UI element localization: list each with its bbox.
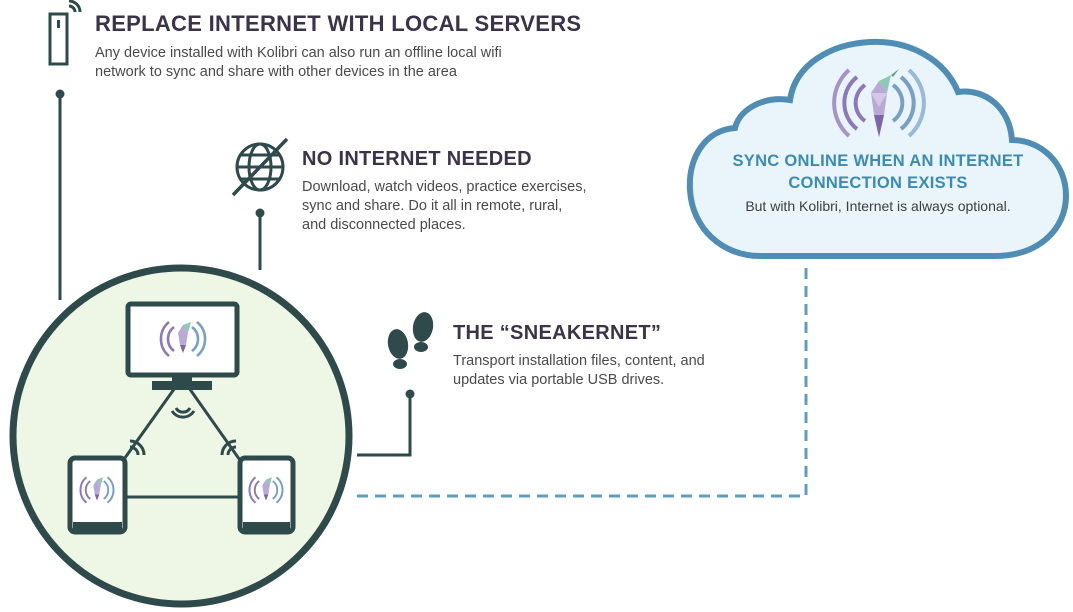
connector-lines	[55, 89, 808, 498]
wifi-waves-icon	[220, 439, 237, 456]
feature-body-local-servers: Any device installed with Kolibri can al…	[95, 45, 502, 81]
feature-title-local-servers: REPLACE INTERNET WITH LOCAL SERVERS	[95, 11, 582, 36]
cloud-text: SYNC ONLINE WHEN AN INTERNET CONNECTION …	[708, 150, 1048, 216]
cloud	[686, 38, 1070, 259]
wifi-waves-icon	[129, 439, 146, 456]
tablet-icon	[67, 455, 128, 535]
dashed-line-to-cloud	[357, 262, 808, 498]
feature-sneakernet: THE “SNEAKERNET” Transport installation …	[453, 322, 773, 390]
feature-title-no-internet: NO INTERNET NEEDED	[302, 148, 532, 170]
tablet-icon	[237, 455, 296, 535]
feature-local-servers: REPLACE INTERNET WITH LOCAL SERVERS Any …	[95, 11, 655, 82]
cloud-body: But with Kolibri, Internet is always opt…	[745, 198, 1011, 214]
no-internet-globe-icon	[231, 137, 289, 197]
footprints-icon	[387, 312, 434, 369]
cloud-title: SYNC ONLINE WHEN AN INTERNET CONNECTION …	[732, 152, 1024, 192]
monitor-icon	[125, 301, 240, 390]
kolibri-logo-icon	[832, 68, 926, 138]
cloud-shape	[686, 38, 1070, 259]
local-network-circle	[9, 264, 353, 608]
network-triangle	[94, 375, 269, 499]
usb-drive-icon	[48, 0, 82, 66]
connector-line-sneakernet	[357, 394, 412, 457]
wifi-waves-icon	[170, 407, 196, 419]
feature-body-no-internet: Download, watch videos, practice exercis…	[302, 179, 587, 233]
feature-no-internet: NO INTERNET NEEDED Download, watch video…	[302, 148, 602, 235]
feature-body-sneakernet: Transport installation files, content, a…	[453, 353, 705, 388]
feature-title-sneakernet: THE “SNEAKERNET”	[453, 322, 662, 344]
